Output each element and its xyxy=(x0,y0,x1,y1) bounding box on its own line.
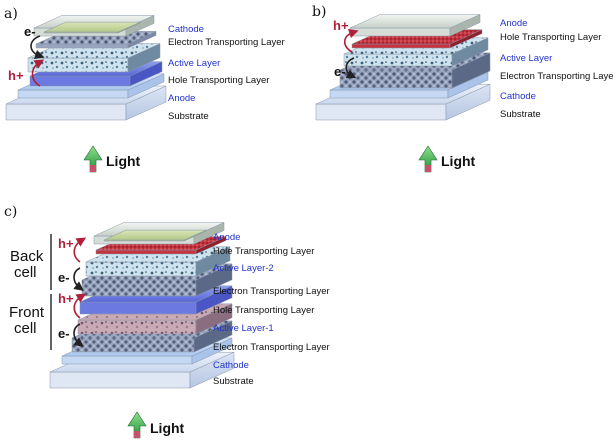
front-cell-label-line1: Front xyxy=(9,304,45,321)
panel-a-label: a) xyxy=(4,6,18,22)
anode-coating xyxy=(103,229,207,242)
electron-label-front: e- xyxy=(58,326,70,341)
layer-label-htl: Hole Transporting Layer xyxy=(500,32,601,43)
hole-arrow-front xyxy=(73,293,87,319)
panel-b-layer-labels: Anode Hole Transporting Layer Active Lay… xyxy=(500,18,613,120)
layer-label-anode: Anode xyxy=(168,93,195,104)
light-arrow-base xyxy=(134,431,140,438)
hole-arrow-back xyxy=(73,237,87,263)
layer-label-etl: Electron Transporting Layer xyxy=(500,71,613,82)
layer-label-active: Active Layer xyxy=(500,53,552,64)
panel-c-carriers: h+ e- h+ e- xyxy=(58,236,87,347)
panel-a-light: Light xyxy=(83,145,141,173)
layer-label-active-2: Active Layer-2 xyxy=(213,263,274,274)
light-label: Light xyxy=(106,153,141,169)
layer-label-substrate: Substrate xyxy=(500,109,541,120)
panel-a-carriers: e- h+ xyxy=(8,24,45,87)
hole-label-front: h+ xyxy=(58,291,74,306)
electron-label-back: e- xyxy=(58,270,70,285)
cathode-coating xyxy=(43,21,141,34)
panel-c-stack xyxy=(49,222,235,389)
panel-c-layer-labels: Anode Hole Transporting Layer Active Lay… xyxy=(213,232,330,387)
layer-label-substrate: Substrate xyxy=(213,376,254,387)
panel-b-stack xyxy=(315,14,491,121)
panel-b-label: b) xyxy=(312,4,326,20)
layer-label-active-1: Active Layer-1 xyxy=(213,323,274,334)
panel-c-cell-labels: Back cell Front cell xyxy=(9,234,52,350)
light-arrow-base xyxy=(90,165,96,172)
back-cell-label-line2: cell xyxy=(14,264,37,281)
electron-arrow xyxy=(345,57,357,79)
layer-label-cathode: Cathode xyxy=(213,360,249,371)
light-arrow-base xyxy=(425,165,431,172)
layer-label-cathode: Cathode xyxy=(500,91,536,102)
electron-arrow xyxy=(30,35,45,60)
layer-label-etl-2: Electron Transporting Layer xyxy=(213,286,330,297)
electron-label: e- xyxy=(24,24,36,39)
electron-label: e- xyxy=(334,64,346,79)
hole-label: h+ xyxy=(8,68,24,83)
layer-label-anode: Anode xyxy=(500,18,527,29)
light-label: Light xyxy=(441,153,476,169)
layer-label-htl-1: Hole Transporting Layer xyxy=(213,305,314,316)
front-cell-label-line2: cell xyxy=(14,320,37,337)
electron-arrow-front xyxy=(73,323,84,347)
layer-label-htl: Hole Transporting Layer xyxy=(168,75,269,86)
layer-label-anode: Anode xyxy=(213,232,240,243)
anode-layer xyxy=(349,14,481,37)
panel-b-carriers: h+ e- xyxy=(333,18,359,79)
layer-label-etl: Electron Transporting Layer xyxy=(168,37,285,48)
light-label: Light xyxy=(150,420,185,436)
back-cell-label-line1: Back xyxy=(10,248,44,265)
hole-arrow xyxy=(343,28,359,53)
electron-arrow-back xyxy=(73,267,84,291)
panel-a-stack xyxy=(5,15,167,121)
layer-label-active: Active Layer xyxy=(168,58,220,69)
layer-label-etl-1: Electron Transporting Layer xyxy=(213,342,330,353)
hole-arrow xyxy=(31,59,45,87)
layer-label-cathode: Cathode xyxy=(168,24,204,35)
panel-a-layer-labels: Cathode Electron Transporting Layer Acti… xyxy=(168,24,285,122)
panel-c-light: Light xyxy=(127,411,185,439)
hole-label-back: h+ xyxy=(58,236,74,251)
panel-b-light: Light xyxy=(418,145,476,173)
layer-label-htl-2: Hole Transporting Layer xyxy=(213,246,314,257)
panel-c-label: c) xyxy=(4,204,17,220)
hole-label: h+ xyxy=(333,18,349,33)
layer-label-substrate: Substrate xyxy=(168,111,209,122)
